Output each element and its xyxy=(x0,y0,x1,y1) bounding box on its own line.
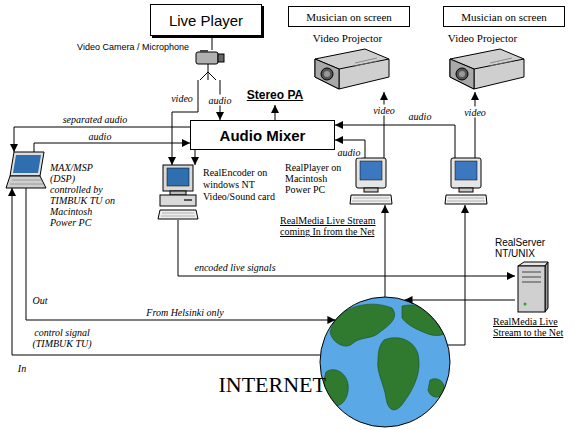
node-text: Live Player xyxy=(169,12,243,29)
connector-label: audio xyxy=(88,131,113,142)
node-text: INTERNET xyxy=(218,372,326,398)
video-projector-icon xyxy=(450,49,524,89)
screen-box: Musician on screen xyxy=(288,6,410,27)
port-label: Out xyxy=(32,295,49,306)
connector-label: audio xyxy=(337,147,362,158)
laptop-node: MAX/MSP (DSP) controlled by TIMBUK TU on… xyxy=(6,152,46,188)
projector-node: Video Projector xyxy=(440,45,525,92)
player-box: Live Player xyxy=(150,4,262,36)
projector-node: Video Projector xyxy=(305,45,390,92)
signal-connector xyxy=(335,140,365,158)
connector-label: video xyxy=(170,93,194,104)
connector-label: From Helsinki only xyxy=(145,307,224,318)
signal-connector xyxy=(385,205,386,297)
node-text: Video Projector xyxy=(295,32,400,44)
node-text: Video Projector xyxy=(430,32,535,44)
node-text: RealEncoder on windows NT Video/Sound ca… xyxy=(203,167,279,203)
signal-connector xyxy=(212,36,213,50)
connector-label: video xyxy=(372,105,396,116)
node-text: Stereo PA xyxy=(247,88,303,102)
signal-connector xyxy=(275,105,276,120)
speaker-label-node: Stereo PA xyxy=(240,85,310,105)
camera-node: Video Camera / Microphone xyxy=(192,50,226,80)
stream-wire xyxy=(448,205,465,345)
encoder-pc-node: RealEncoder on windows NT Video/Sound ca… xyxy=(158,165,198,220)
connector-label: separated audio xyxy=(62,114,129,125)
mac-icon xyxy=(350,158,392,204)
connector-label: control signal (TIMBUK TU) xyxy=(25,327,99,349)
server-node: RealServer NT/UNIXRealMedia Live Stream … xyxy=(515,262,548,312)
mac-icon xyxy=(445,158,487,204)
signal-label: audio xyxy=(408,111,433,122)
signal-connector xyxy=(195,150,196,165)
laptop-icon xyxy=(6,152,46,188)
audio-wire xyxy=(335,125,455,158)
node-text: Video Camera / Microphone xyxy=(77,42,189,52)
pc-icon xyxy=(158,165,198,219)
node-text: RealMedia Live Stream to the Net xyxy=(493,316,568,338)
signal-label: video xyxy=(463,107,487,118)
node-text: Musician on screen xyxy=(306,11,392,23)
node-text: Audio Mixer xyxy=(220,127,306,144)
server-icon xyxy=(518,262,548,312)
signal-connector xyxy=(384,92,385,158)
signal-connector xyxy=(34,143,190,152)
node-text: MAX/MSP (DSP) controlled by TIMBUK TU on… xyxy=(50,162,116,228)
signal-connector xyxy=(405,300,515,301)
node-text: RealServer NT/UNIX xyxy=(495,237,570,259)
node-text: RealPlayer on Macintosh Power PC xyxy=(285,162,347,195)
screen-box: Musician on screen xyxy=(443,6,565,27)
globe xyxy=(320,297,450,427)
node-text: RealMedia Live Stream coming In from the… xyxy=(280,215,380,237)
mixer-box: Audio Mixer xyxy=(190,120,335,150)
video-camera-icon xyxy=(196,50,224,80)
player-mac-node: RealPlayer on Macintosh Power PCRealMedi… xyxy=(350,158,392,205)
signal-connector xyxy=(14,127,190,152)
node-text: Musician on screen xyxy=(461,11,547,23)
video-wire xyxy=(475,92,476,158)
connector-label: audio xyxy=(208,95,233,106)
video-projector-icon xyxy=(315,49,389,89)
internet-globe: INTERNET xyxy=(320,297,450,427)
port-label: In xyxy=(17,363,27,374)
connector-label: encoded live signals xyxy=(193,262,276,273)
